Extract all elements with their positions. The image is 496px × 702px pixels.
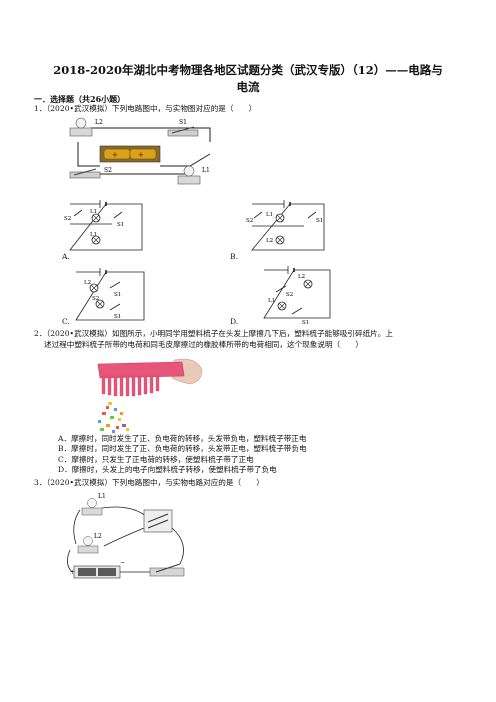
svg-text:+: + <box>138 151 144 159</box>
q2-comb-figure <box>97 358 203 433</box>
q1-option-a-diagram: L1 S2 S1 L1 <box>64 200 143 251</box>
a-s1-label: S1 <box>117 222 124 228</box>
a-l1-label: L1 <box>90 209 97 215</box>
section-heading: 一．选择题（共26小题） <box>34 94 126 104</box>
q1-fig-l1-label: L1 <box>202 167 210 174</box>
d-s2-label: S2 <box>286 292 293 298</box>
q3-fig-l1-label: L1 <box>98 493 106 500</box>
c-s2-label: S2 <box>92 296 99 302</box>
q1-fig-l2-label: L2 <box>95 119 103 126</box>
q1-option-b[interactable]: B. <box>230 252 238 261</box>
c-s1b-label: S1 <box>114 314 121 320</box>
question-2-stem: 2．（2020•武汉模拟）如图所示，小明同学用塑料梳子在头发上摩擦几下后，塑料梳… <box>34 328 393 350</box>
q1-option-d[interactable]: D. <box>230 317 239 326</box>
title-line-2: 电流 <box>236 80 260 94</box>
q2-choice-d[interactable]: D．摩擦时，头发上的电子向塑料梳子转移，使塑料梳子带了负电 <box>58 465 277 474</box>
d-s1-label: S1 <box>302 320 309 326</box>
q1-option-d-diagram: L2 S2 L1 S1 <box>263 266 331 326</box>
q1-physical-circuit-figure: L2 S1 + + S2 L1 <box>69 117 211 185</box>
page-title: 2018-2020年湖北中考物理各地区试题分类（武汉专版）（12）——电路与 电… <box>30 62 466 96</box>
q2-choice-a[interactable]: A．摩擦时，同时发生了正、负电荷的转移，头发带负电，塑料梳子带正电 <box>58 434 307 443</box>
q2-choice-b[interactable]: B．摩擦时，同时发生了正、负电荷的转移，头发带正电，塑料梳子带负电 <box>58 444 307 453</box>
question-1-stem: 1．（2020•武汉模拟）下列电路图中，与实物图对应的是（ ） <box>34 104 257 113</box>
b-s1-label: S1 <box>316 218 323 224</box>
a-l1b-label: L1 <box>90 232 97 238</box>
b-s2-label: S2 <box>246 218 253 224</box>
q2-stem-line-2: 述过程中塑料梳子所带的电荷和同毛皮摩擦过的橡胶棒所带的电荷相同，这个现象说明（ … <box>44 340 363 349</box>
c-s1-label: S1 <box>114 292 121 298</box>
c-l2-label: L2 <box>84 280 91 286</box>
d-l2-label: L2 <box>298 274 305 280</box>
svg-text:+: + <box>70 569 75 576</box>
a-s2-label: S2 <box>64 216 71 222</box>
svg-text:+: + <box>112 151 118 159</box>
q3-physical-circuit-figure: L1 L2 + − <box>67 493 185 579</box>
q1-option-a[interactable]: A. <box>62 252 70 261</box>
q2-stem-line-1: 2．（2020•武汉模拟）如图所示，小明同学用塑料梳子在头发上摩擦几下后，塑料梳… <box>34 329 393 338</box>
b-l1-label: L1 <box>266 212 273 218</box>
title-line-1: 2018-2020年湖北中考物理各地区试题分类（武汉专版）（12）——电路与 <box>53 63 443 77</box>
b-l2-label: L2 <box>266 238 273 244</box>
q1-option-b-diagram: S2 L1 S1 L2 <box>246 200 325 251</box>
q1-option-c-diagram: L2 S1 S2 S1 <box>75 268 145 321</box>
question-3-stem: 3．（2020•武汉模拟）下列电路图中，与实物电路对应的是（ ） <box>34 478 264 487</box>
q1-fig-s1-label: S1 <box>179 119 187 126</box>
q1-fig-s2-label: S2 <box>104 167 112 174</box>
q2-choice-c[interactable]: C．摩擦时，只发生了正电荷的转移，使塑料梳子带了正电 <box>58 455 254 464</box>
q1-option-c[interactable]: C. <box>62 317 70 326</box>
d-l1-label: L1 <box>268 298 275 304</box>
svg-text:−: − <box>120 559 125 566</box>
q3-fig-l2-label: L2 <box>94 533 102 540</box>
